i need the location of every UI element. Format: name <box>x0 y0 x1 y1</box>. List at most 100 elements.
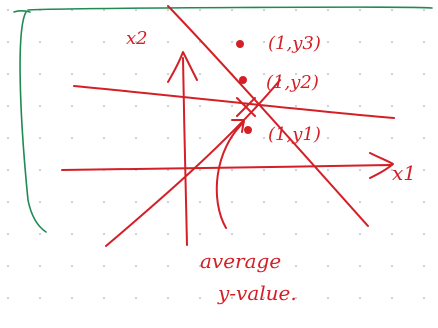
grid-dot <box>6 40 10 44</box>
grid-dot <box>422 168 426 172</box>
vertical-axis-arrow <box>167 51 198 83</box>
grid-dot <box>166 72 170 76</box>
grid-dot <box>38 136 42 140</box>
frame-top-edge <box>27 6 433 11</box>
horizontal-axis-arrow <box>369 152 394 179</box>
grid-dot <box>6 104 10 108</box>
grid-dot <box>262 168 266 172</box>
line-decreasing <box>167 5 369 227</box>
grid-dot <box>358 200 362 204</box>
grid-dot <box>38 104 42 108</box>
grid-dot <box>198 136 202 140</box>
grid-dot <box>6 168 10 172</box>
grid-dot <box>134 136 138 140</box>
grid-dot <box>134 264 138 268</box>
horizontal-axis <box>61 164 393 171</box>
grid-dot <box>326 40 330 44</box>
horizontal-axis-label: x1 <box>392 161 416 185</box>
grid-dot <box>422 72 426 76</box>
grid-dot <box>102 8 106 12</box>
grid-dot <box>294 8 298 12</box>
point-label-y2: (1,y2) <box>266 72 319 93</box>
grid-dot <box>38 72 42 76</box>
grid-dot <box>230 296 234 300</box>
grid-dot <box>102 264 106 268</box>
grid-dot <box>358 264 362 268</box>
grid-dot <box>166 232 170 236</box>
grid-dot <box>390 296 394 300</box>
grid-dot <box>102 296 106 300</box>
grid-dot <box>102 200 106 204</box>
data-point-y1 <box>244 126 252 134</box>
grid-dot <box>390 8 394 12</box>
grid-dot <box>326 136 330 140</box>
grid-dot <box>390 40 394 44</box>
grid-dot <box>262 232 266 236</box>
grid-dot <box>38 40 42 44</box>
grid-dot <box>198 104 202 108</box>
grid-dot <box>422 232 426 236</box>
grid-dot <box>422 264 426 268</box>
grid-dot <box>262 40 266 44</box>
grid-dot <box>262 8 266 12</box>
grid-dot <box>326 200 330 204</box>
grid-dot <box>6 136 10 140</box>
grid-dot <box>390 264 394 268</box>
grid-dot <box>38 232 42 236</box>
grid-dot <box>326 264 330 268</box>
grid-dot <box>198 200 202 204</box>
grid-dot <box>230 232 234 236</box>
grid-dot <box>262 264 266 268</box>
grid-dot <box>198 168 202 172</box>
grid-dot <box>294 40 298 44</box>
grid-dot <box>134 8 138 12</box>
grid-dot <box>390 232 394 236</box>
annotation-pointer <box>215 121 245 229</box>
grid-dot <box>166 296 170 300</box>
grid-dot <box>166 40 170 44</box>
grid-dot <box>390 168 394 172</box>
grid-dot <box>262 200 266 204</box>
grid-dot <box>6 8 10 12</box>
grid-dot <box>230 104 234 108</box>
grid-dot <box>358 232 362 236</box>
grid-dot <box>70 72 74 76</box>
grid-dot <box>6 232 10 236</box>
grid-dot <box>166 136 170 140</box>
grid-dot <box>358 136 362 140</box>
grid-dot <box>70 136 74 140</box>
grid-dot <box>198 72 202 76</box>
grid-dot <box>358 72 362 76</box>
grid-dot <box>166 264 170 268</box>
vertical-axis <box>182 57 188 246</box>
grid-dot <box>358 104 362 108</box>
frame-left-bracket <box>19 11 47 233</box>
grid-dot <box>230 200 234 204</box>
line-increasing <box>105 79 281 247</box>
grid-dot <box>230 168 234 172</box>
grid-dot <box>38 200 42 204</box>
grid-dot <box>326 168 330 172</box>
data-point-y3 <box>236 40 244 48</box>
point-label-y1: (1,y1) <box>268 124 321 145</box>
grid-dot <box>358 8 362 12</box>
grid-dot <box>294 200 298 204</box>
grid-dot <box>262 136 266 140</box>
grid-dot <box>358 168 362 172</box>
grid-dot <box>70 40 74 44</box>
grid-dot <box>294 72 298 76</box>
grid-dot <box>294 136 298 140</box>
grid-dot <box>390 104 394 108</box>
grid-dot <box>294 104 298 108</box>
grid-dot <box>6 296 10 300</box>
grid-dot <box>294 232 298 236</box>
grid-dot <box>230 264 234 268</box>
grid-dot <box>358 296 362 300</box>
dot-grid <box>6 8 426 300</box>
grid-dot <box>102 40 106 44</box>
grid-dot <box>70 296 74 300</box>
grid-dot <box>102 136 106 140</box>
grid-dot <box>422 296 426 300</box>
frame-corner-tick <box>13 10 31 13</box>
vertical-axis-label: x2 <box>126 28 148 49</box>
